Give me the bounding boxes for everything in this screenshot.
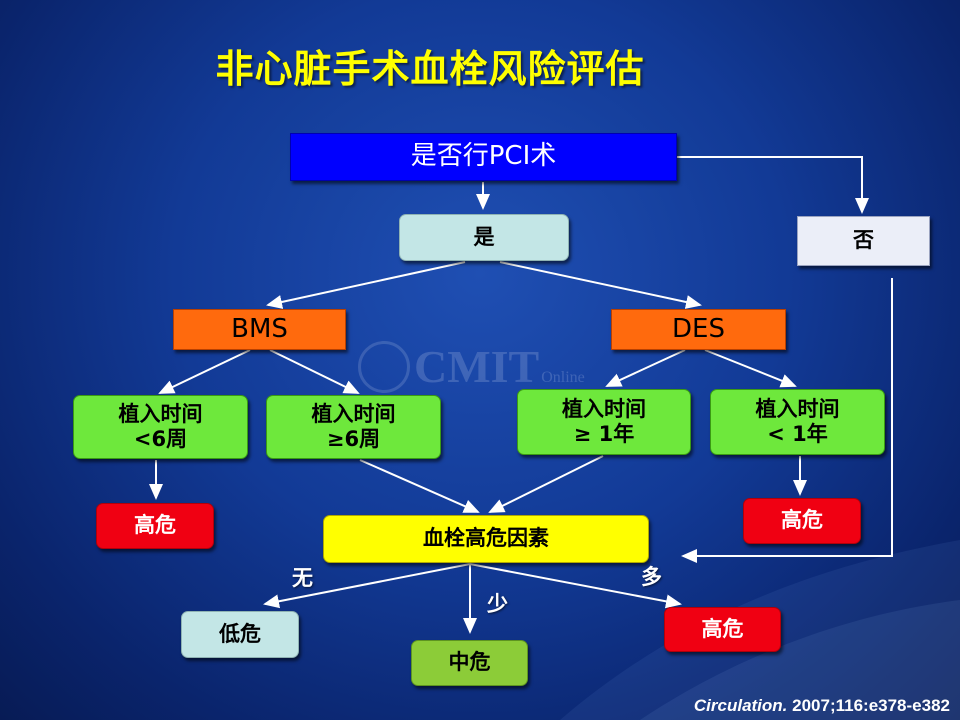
citation-journal: Circulation.: [693, 696, 788, 715]
edge-label-none: 无: [292, 566, 313, 590]
implant-time-lt6-box: 植入时间 <6周: [73, 395, 248, 459]
question-pci-label: 是否行PCI术: [410, 141, 557, 172]
globe-logo-icon: [358, 340, 410, 393]
high-risk-label: 高危: [701, 616, 744, 641]
yes-box: 是: [399, 214, 569, 261]
arrow-ge1-to-factors: [488, 455, 604, 513]
no-box: 否: [797, 216, 930, 266]
implant-time-ge1yr-box: 植入时间 ≥ 1年: [517, 389, 691, 455]
edge-label-few: 少: [487, 592, 508, 616]
des-box: DES: [611, 309, 786, 350]
arrow-bms-to-ge6: [269, 349, 360, 394]
high-risk-box-factors: 高危: [664, 607, 781, 652]
des-label: DES: [672, 313, 725, 344]
citation-ref: 2007;116:e378-e382: [787, 696, 950, 715]
thrombo-factors-box: 血栓高危因素: [323, 515, 649, 563]
ge1-year-label: ≥ 1年: [573, 422, 635, 446]
bms-label: BMS: [231, 313, 288, 344]
no-label: 否: [853, 228, 874, 253]
high-risk-box-des: 高危: [743, 498, 861, 544]
lt1-year-label: < 1年: [767, 422, 828, 446]
implant-time-label: 植入时间: [311, 401, 396, 426]
arrow-bms-to-lt6: [158, 349, 251, 394]
ge6-weeks-label: ≥6周: [326, 427, 381, 451]
yes-label: 是: [473, 224, 495, 249]
arrow-ge6-to-factors: [359, 459, 480, 513]
watermark-subtext: Online: [541, 368, 585, 386]
high-risk-label: 高危: [134, 513, 176, 538]
arrow-des-to-ge1: [605, 349, 686, 387]
implant-time-label: 植入时间: [755, 396, 840, 421]
mid-risk-box: 中危: [411, 640, 528, 686]
watermark-text: CMIT: [414, 341, 540, 392]
citation: Circulation. 2007;116:e378-e382: [694, 696, 950, 716]
lt6-weeks-label: <6周: [133, 427, 188, 451]
implant-time-label: 植入时间: [562, 396, 646, 421]
low-risk-box: 低危: [181, 611, 299, 658]
low-risk-label: 低危: [219, 621, 261, 646]
edge-label-many: 多: [641, 565, 662, 589]
implant-time-lt1yr-box: 植入时间 < 1年: [710, 389, 885, 455]
implant-time-ge6-box: 植入时间 ≥6周: [266, 395, 441, 459]
question-pci-box: 是否行PCI术: [290, 133, 677, 181]
cmit-watermark: CMIT Online: [358, 340, 585, 393]
arrow-yes-to-bms: [266, 261, 466, 309]
arrow-des-to-lt1: [704, 349, 797, 388]
mid-risk-label: 中危: [448, 650, 491, 675]
high-risk-box-bms: 高危: [96, 503, 214, 549]
page-title: 非心脏手术血栓风险评估: [215, 47, 645, 91]
arrow-question-to-no: [676, 156, 869, 214]
implant-time-label: 植入时间: [118, 401, 203, 426]
high-risk-label: 高危: [781, 508, 823, 533]
thrombo-factors-label: 血栓高危因素: [423, 526, 549, 551]
arrow-yes-to-des: [499, 261, 702, 309]
bms-box: BMS: [173, 309, 346, 350]
